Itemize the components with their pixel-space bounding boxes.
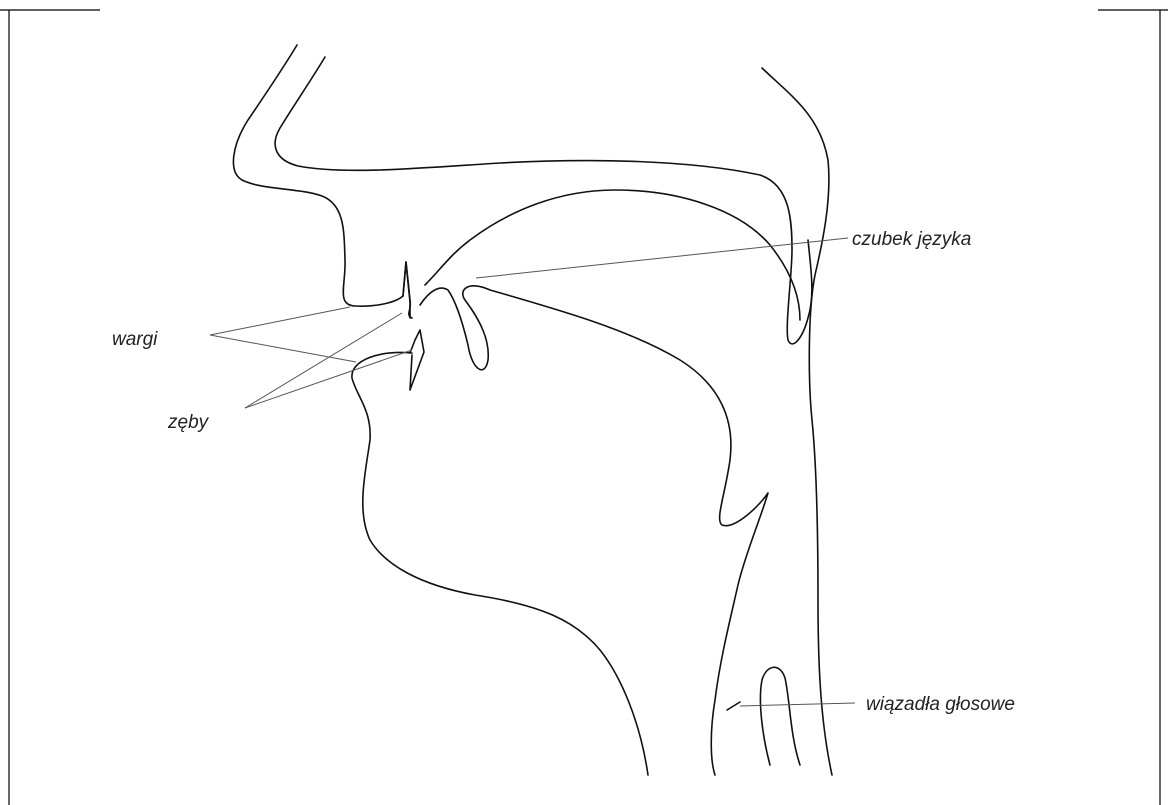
leader-zeby-upper <box>245 313 402 408</box>
label-wiazadla-glosowe: wiązadła głosowe <box>866 694 1015 715</box>
label-zeby: zęby <box>167 412 210 433</box>
tongue-outline <box>420 286 768 775</box>
leader-wiazadla-glosowe <box>740 703 855 706</box>
leader-lines <box>210 238 855 706</box>
vocal-folds-mark <box>727 702 740 710</box>
velum-outline <box>425 190 800 320</box>
leader-wargi-lower <box>210 335 356 362</box>
label-wargi: wargi <box>112 329 158 350</box>
nose-outline <box>233 45 410 318</box>
leader-zeby-lower <box>245 350 412 408</box>
larynx-outline <box>760 667 800 765</box>
lower-teeth <box>410 330 424 390</box>
page-frame <box>0 10 1168 805</box>
nasal-palate-line <box>275 57 812 344</box>
leader-wargi-upper <box>210 307 350 335</box>
jaw-chin-outline <box>352 352 648 775</box>
label-czubek-jezyka: czubek języka <box>852 229 971 250</box>
pharynx-back-wall <box>762 68 832 775</box>
